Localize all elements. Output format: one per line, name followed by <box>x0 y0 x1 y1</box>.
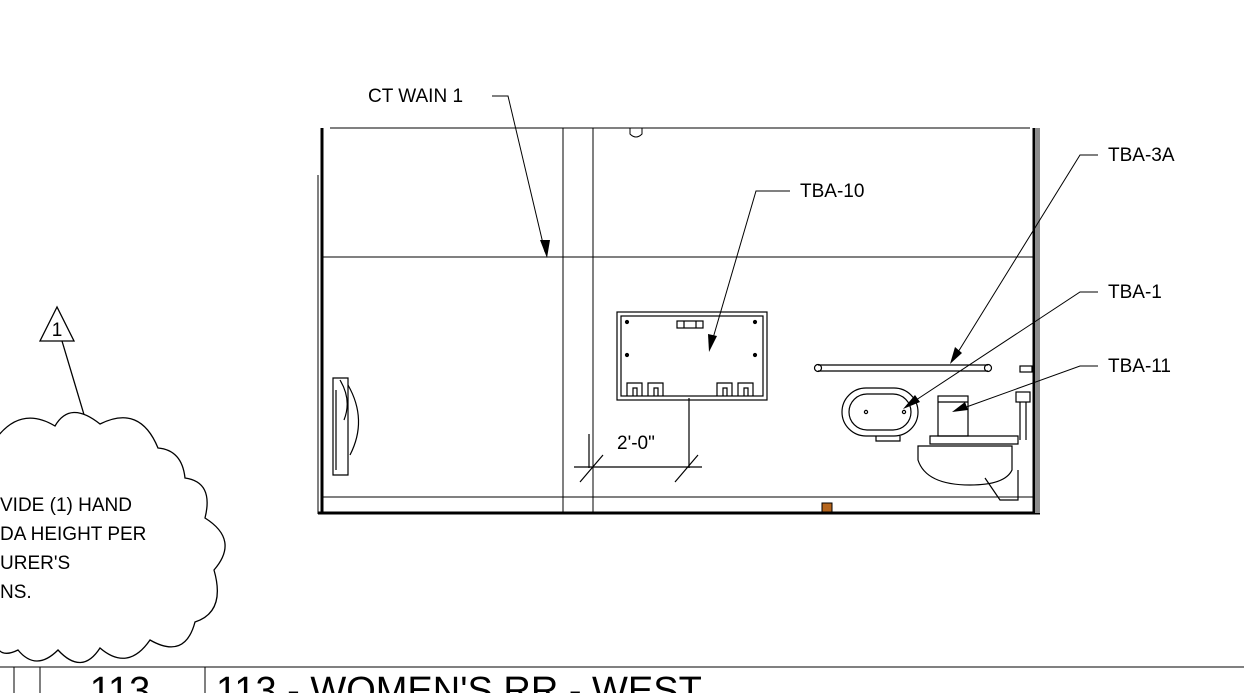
label-tba-3a: TBA-3A <box>1108 145 1175 166</box>
dimension-label: 2'-0" <box>617 433 655 454</box>
title-number: 113 <box>90 670 151 693</box>
ceiling-fixture <box>629 128 643 138</box>
revision-note-line-1: VIDE (1) HAND <box>0 495 132 516</box>
revision-delta: 1 <box>38 305 76 342</box>
revision-leader <box>61 340 89 429</box>
revision-note-line-3: URER'S <box>0 553 70 574</box>
label-tba-1: TBA-1 <box>1108 282 1162 303</box>
revision-number: 1 <box>52 320 63 341</box>
revision-note-line-4: NS. <box>0 582 32 603</box>
leader-arrowheads <box>540 240 968 412</box>
revision-note-line-2: DA HEIGHT PER <box>0 524 146 545</box>
floor-drain-marker <box>821 502 833 513</box>
toilet-paper-dispenser <box>937 395 969 437</box>
wall-cabinet <box>616 311 768 401</box>
label-tba-10: TBA-10 <box>800 181 864 202</box>
water-closet <box>917 435 1019 501</box>
label-tba-11: TBA-11 <box>1108 356 1171 377</box>
leader-lines <box>492 95 1098 411</box>
title-block <box>0 666 1244 693</box>
flush-valve <box>1015 365 1033 440</box>
seat-cover-dispenser <box>841 387 919 442</box>
paper-towel-dispenser <box>332 377 360 476</box>
dimension-line <box>574 398 702 483</box>
label-ct-wain: CT WAIN 1 <box>368 86 463 107</box>
revision-cloud <box>0 411 226 664</box>
room-outline <box>317 127 1040 515</box>
title-text: 113 - WOMEN'S RR - WEST <box>216 670 702 693</box>
